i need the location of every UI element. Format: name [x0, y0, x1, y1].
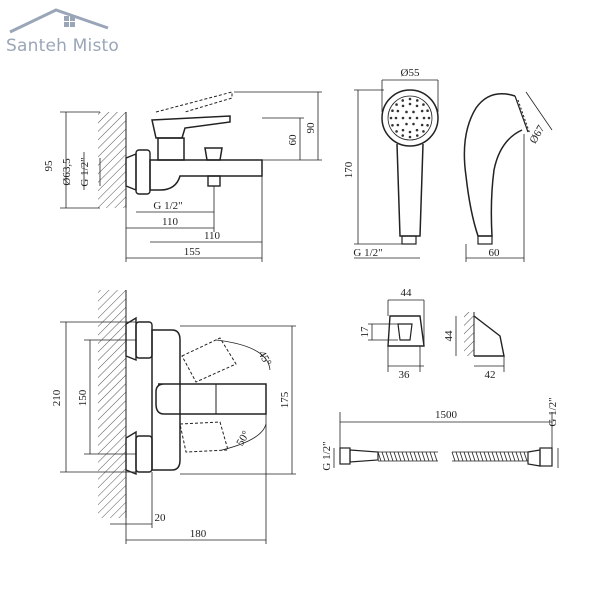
wall-holder	[368, 299, 505, 372]
dim-g-shower: G 1/2"	[353, 247, 382, 259]
house-roof-icon	[9, 8, 109, 34]
dim-210: 210	[51, 389, 63, 406]
dim-42: 42	[485, 369, 496, 381]
dim-44-side: 44	[443, 330, 455, 342]
dim-110a: 110	[162, 216, 179, 228]
dim-20: 20	[155, 512, 167, 524]
dim-170: 170	[343, 161, 355, 178]
dim-180: 180	[190, 528, 207, 540]
dim-44-top: 44	[401, 287, 413, 299]
wall-hatch-front	[98, 290, 126, 518]
dim-d55: Ø55	[401, 67, 420, 79]
dim-95: 95	[43, 160, 55, 172]
shower-head-side	[463, 91, 553, 262]
dim-60-shower: 60	[489, 247, 501, 259]
hose-coils	[377, 451, 528, 462]
dim-1500: 1500	[435, 409, 458, 421]
dim-d63: Ø63,5	[61, 158, 73, 186]
brand-name: Santeh Misto	[6, 36, 119, 56]
brand-logo: Santeh Misto	[2, 6, 132, 56]
dim-36: 36	[399, 369, 411, 381]
dim-g-hose-right: G 1/2"	[547, 397, 559, 426]
holder-wall-hatch	[464, 312, 474, 356]
dim-d67: Ø67	[527, 123, 547, 146]
dim-150: 150	[77, 389, 89, 406]
dim-90: 90	[305, 122, 317, 134]
wall-hatch-side	[98, 112, 126, 208]
dim-110b: 110	[204, 230, 221, 242]
nozzle-dots	[389, 97, 431, 139]
shower-head-front	[354, 79, 439, 259]
dim-175: 175	[279, 391, 291, 408]
dim-g-hose-left: G 1/2"	[321, 441, 333, 470]
front-view	[60, 290, 296, 544]
dim-17: 17	[359, 326, 371, 338]
dim-g-inlet: G 1/2"	[79, 157, 91, 186]
shower-hose	[333, 412, 559, 468]
dim-g-spout: G 1/2"	[153, 200, 182, 212]
side-view	[60, 91, 322, 262]
dim-60-side: 60	[287, 134, 299, 146]
dim-155: 155	[184, 246, 201, 258]
